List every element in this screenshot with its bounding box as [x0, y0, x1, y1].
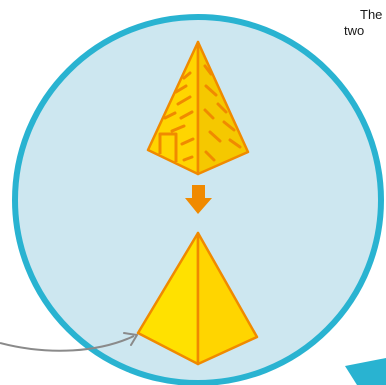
corner-arrow-icon — [345, 358, 386, 385]
